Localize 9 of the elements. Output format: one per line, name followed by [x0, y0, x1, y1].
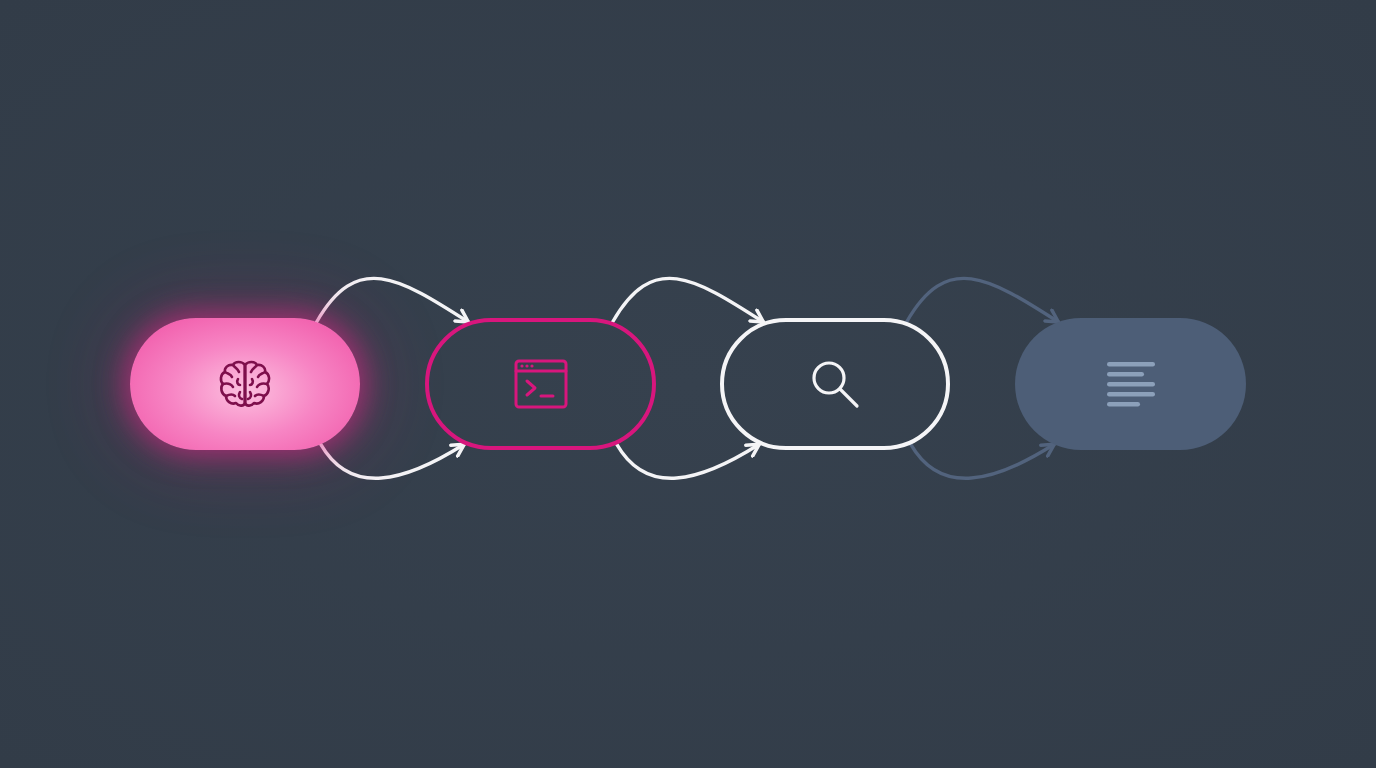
step-pill	[130, 318, 360, 450]
curved-arrow	[904, 276, 1061, 324]
curved-arrow	[610, 276, 766, 324]
step-pill	[720, 318, 950, 450]
curved-arrow	[319, 442, 466, 480]
curved-arrow	[615, 442, 761, 480]
curved-arrow	[909, 442, 1056, 480]
curved-arrow	[314, 276, 471, 324]
step-pill	[425, 318, 656, 450]
